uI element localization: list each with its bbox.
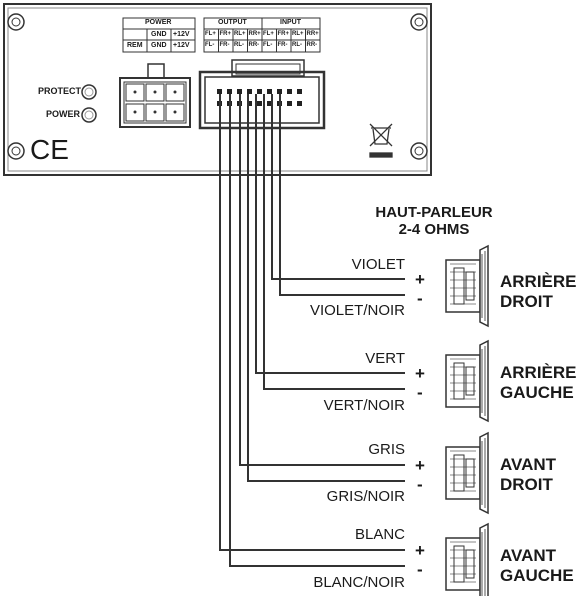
protect-label: PROTECT [38,86,82,96]
output-cell: FL- [205,42,215,48]
power-led-icon [81,107,97,123]
wire-harness [219,94,405,567]
screw-icon [7,142,25,160]
speaker-header-line1: HAUT-PARLEUR [375,204,493,221]
plus-sign: + [415,270,425,289]
plus-sign: + [415,364,425,383]
plus-sign: + [415,456,425,475]
positive-wire-label: GRIS [368,441,405,458]
speaker-position-label: AVANT DROIT [500,455,557,494]
speaker-header: HAUT-PARLEUR 2-4 OHMS [344,204,524,238]
input-cell: FR+ [277,31,290,37]
speaker-icon [445,432,489,514]
negative-wire-label: VIOLET/NOIR [309,302,405,319]
speaker-position-label: ARRIÈRE GAUCHE [500,363,577,402]
speaker-icon [445,245,489,327]
power-header: POWER [145,19,172,26]
output-cell: RR- [248,42,260,48]
weee-bin-icon [369,123,393,158]
input-cell: RR+ [306,31,319,37]
screw-icon [410,142,428,160]
minus-sign: - [417,289,423,308]
input-header: INPUT [280,19,301,26]
input-cell: RL- [292,42,302,48]
screw-icon [7,13,25,31]
protect-led-icon [81,84,97,100]
speaker-icon [445,523,489,596]
screw-icon [410,13,428,31]
speaker-position-label: ARRIÈRE DROIT [500,272,577,311]
minus-sign: - [417,560,423,579]
input-cell: RR- [306,42,318,48]
output-header: OUTPUT [218,19,247,26]
speaker-header-line2: 2-4 OHMS [398,221,470,238]
io-table [203,17,321,53]
minus-sign: - [417,475,423,494]
ce-mark: CE [30,134,69,165]
output-cell: FR+ [219,31,232,37]
input-cell: FL+ [263,31,274,37]
power-cell: GND [151,31,167,38]
power-cell: +12V [173,42,190,49]
positive-wire-label: BLANC [354,526,405,543]
minus-sign: - [417,383,423,402]
output-cell: RL+ [234,31,246,37]
output-cell: FL+ [205,31,216,37]
power-connector-icon [119,63,191,128]
negative-wire-label: VERT/NOIR [323,397,405,414]
plus-sign: + [415,541,425,560]
speaker-position-label: AVANT GAUCHE [500,546,574,585]
power-led-label: POWER [46,109,81,119]
speaker-icon [445,340,489,422]
power-table [122,17,196,53]
input-cell: FL- [263,42,273,48]
positive-wire-label: VIOLET [351,256,405,273]
negative-wire-label: BLANC/NOIR [313,574,405,591]
output-cell: RL- [234,42,244,48]
negative-wire-label: GRIS/NOIR [326,488,405,505]
input-cell: RL+ [292,31,304,37]
positive-wire-label: VERT [365,350,405,367]
power-cell: GND [151,42,167,49]
power-cell: +12V [173,31,190,38]
power-cell: REM [127,42,143,49]
input-cell: FR- [277,42,288,48]
output-cell: RR+ [248,31,261,37]
output-cell: FR- [219,42,230,48]
